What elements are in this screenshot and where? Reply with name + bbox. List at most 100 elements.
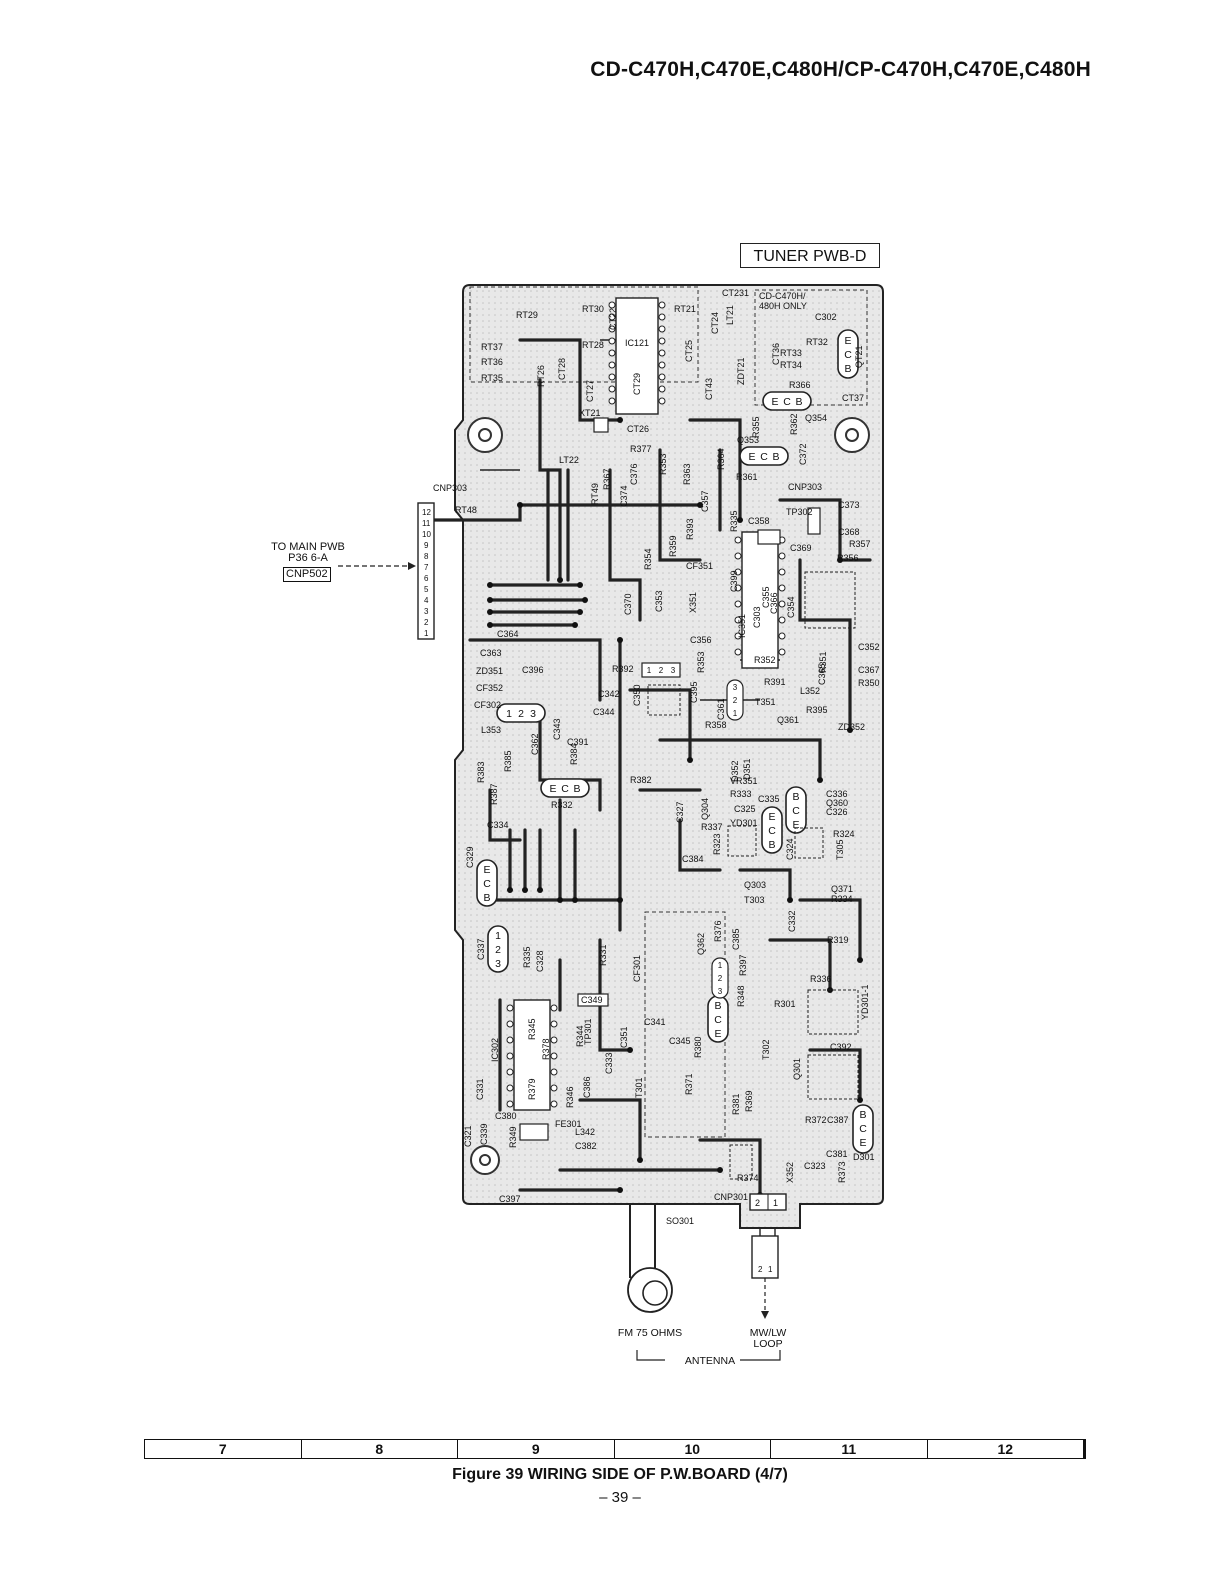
t302-coil (807, 989, 859, 1035)
component-label: R395 (806, 705, 828, 715)
component-label: L353 (481, 725, 501, 735)
component-label: R393 (685, 518, 695, 540)
component-label: R359 (668, 535, 678, 557)
component-label: CT26 (627, 424, 649, 434)
component-label: C399 (729, 570, 739, 592)
to-main-note: TO MAIN PWB P36 6-A (262, 542, 354, 564)
component-label: C328 (535, 950, 545, 972)
component-label: C327 (675, 801, 685, 823)
component-label: 6 (424, 574, 429, 583)
component-label: FE301 (555, 1119, 582, 1129)
component-label: C381 (826, 1149, 848, 1159)
svg-text:E: E (483, 864, 490, 876)
component-label: Q362 (696, 933, 706, 955)
component-label: RT48 (455, 505, 477, 515)
component-label: C334 (487, 820, 509, 830)
component-label: YD301 (730, 818, 758, 828)
component-label: R335 (522, 946, 532, 968)
component-label: R301 (774, 999, 796, 1009)
component-label: R385 (503, 750, 513, 772)
component-label: R367 (602, 468, 612, 490)
x352-body (519, 1123, 549, 1141)
antenna-bracket (636, 1350, 781, 1361)
filter-blocks (519, 417, 821, 1141)
tp302-box (807, 507, 821, 535)
component-label: C395 (689, 681, 699, 703)
component-label: R372 (805, 1115, 827, 1125)
component-label: C386 (582, 1076, 592, 1098)
component-label: C342 (598, 689, 620, 699)
cnp303-label: CNP303 (433, 483, 467, 493)
variant-area (754, 289, 868, 406)
svg-text:E: E (844, 335, 851, 347)
component-label: RT36 (481, 357, 503, 367)
component-label: R387 (489, 783, 499, 805)
svg-text:C: C (768, 825, 776, 837)
cf302-body (726, 679, 744, 721)
component-label: L342 (575, 1127, 595, 1137)
grid-col-9: 9 (458, 1440, 615, 1458)
component-label: RT21 (674, 304, 696, 314)
component-label: R319 (827, 935, 849, 945)
component-label: RT28 (582, 340, 604, 350)
component-label: 3 (424, 607, 429, 616)
component-label: IC302 (490, 1038, 500, 1062)
svg-text:C: C (760, 451, 768, 463)
component-label: C339 (479, 1123, 489, 1145)
svg-text:3: 3 (671, 666, 676, 675)
q354-body (762, 391, 812, 411)
component-label: CT25 (684, 340, 694, 362)
svg-text:E: E (859, 1137, 866, 1149)
component-label: Q353 (737, 435, 759, 445)
component-label: R346 (565, 1086, 575, 1108)
component-label: R345 (527, 1018, 537, 1040)
model-title: CD-C470H,C470E,C480H/CP-C470H,C470E,C480… (590, 58, 1091, 81)
cnp303-connector (417, 502, 435, 640)
component-label: C392 (830, 1042, 852, 1052)
component-label: L352 (800, 686, 820, 696)
l341-coil (729, 1144, 753, 1180)
so301-label: SO301 (666, 1216, 694, 1226)
q303-body (761, 806, 783, 854)
q304-body (785, 786, 807, 834)
q371-body (476, 859, 498, 907)
component-label: C332 (787, 910, 797, 932)
to-main-line1: TO MAIN PWB (271, 541, 345, 553)
component-label: R392 (612, 664, 634, 674)
svg-text:1: 1 (647, 666, 652, 675)
component-label: C333 (604, 1052, 614, 1074)
component-label: XT21 (579, 408, 601, 418)
component-label: C391 (567, 737, 589, 747)
fm-jack-inner (642, 1280, 668, 1306)
t301-coil (807, 1054, 859, 1100)
component-label: C350 (632, 684, 642, 706)
component-label: Q354 (805, 413, 827, 423)
component-label: TP301 (583, 1018, 593, 1045)
component-label: CF302 (474, 700, 501, 710)
svg-text:E: E (768, 811, 775, 823)
component-label: C353 (654, 590, 664, 612)
svg-text:3: 3 (530, 708, 536, 720)
component-label: C326 (826, 807, 848, 817)
svg-text:3: 3 (495, 958, 501, 970)
component-label: RT32 (806, 337, 828, 347)
component-label: R374 (737, 1173, 759, 1183)
component-label: R337 (701, 822, 723, 832)
component-label: RT35 (481, 373, 503, 383)
component-label: C368 (838, 527, 860, 537)
svg-text:3: 3 (733, 683, 738, 692)
component-label: CF351 (686, 561, 713, 571)
component-label: R397 (738, 954, 748, 976)
pcb-traces (428, 338, 872, 1197)
component-label: C372 (798, 443, 808, 465)
component-label: R383 (476, 761, 486, 783)
coils (647, 571, 859, 1180)
svg-text:1: 1 (733, 709, 738, 718)
component-label: R358 (705, 720, 727, 730)
component-label: C356 (690, 635, 712, 645)
component-label: RT33 (780, 348, 802, 358)
component-label: R373 (837, 1161, 847, 1183)
component-label: CF301 (632, 955, 642, 982)
component-label: Q304 (700, 798, 710, 820)
